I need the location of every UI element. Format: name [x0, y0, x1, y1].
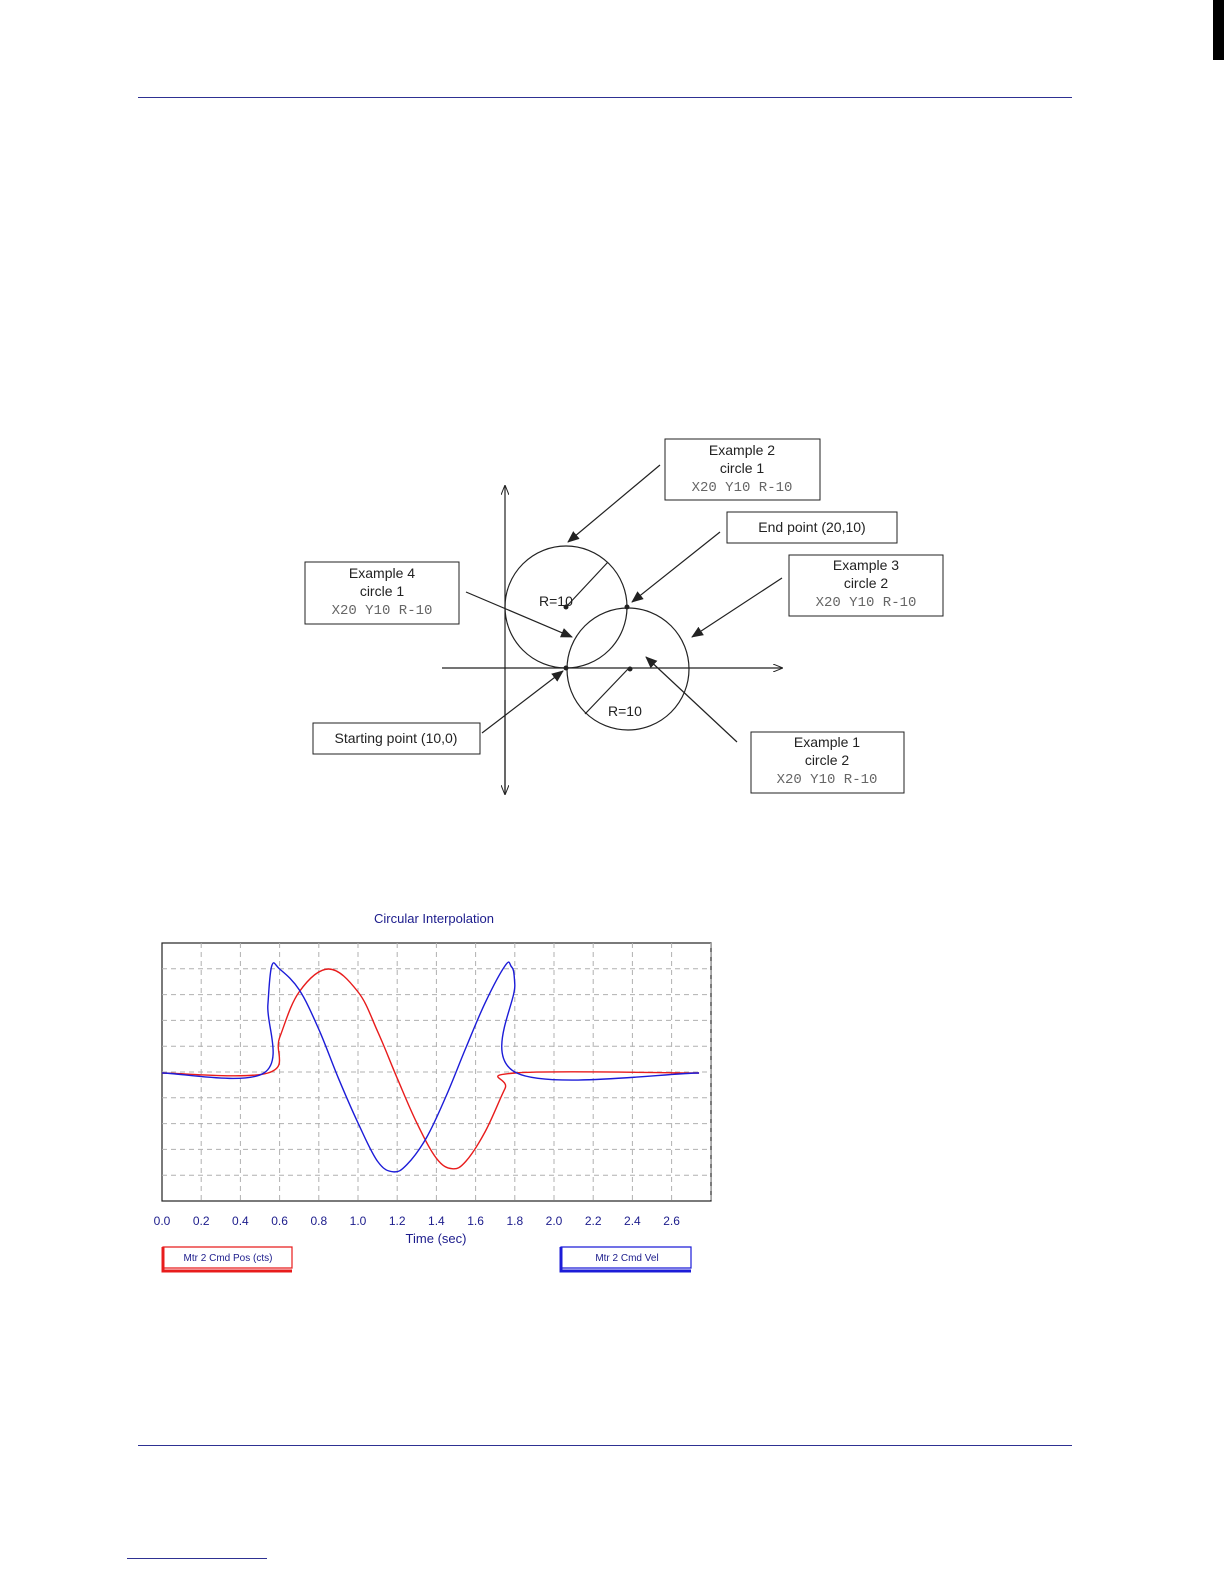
radius-line-2: [584, 668, 629, 715]
arrow-start-point: [481, 670, 564, 734]
start-point-dot: [563, 665, 569, 671]
box-example-3: Example 3 circle 2 X20 Y10 R-10: [788, 554, 944, 617]
svg-text:Starting point (10,0): Starting point (10,0): [335, 730, 458, 746]
arrow-example-3: [691, 577, 783, 638]
x-tick-label: 0.4: [232, 1214, 249, 1228]
svg-text:Example 4: Example 4: [349, 565, 415, 581]
arrow-example-2: [567, 464, 661, 543]
end-point-dot: [624, 604, 630, 610]
svg-text:Example 3: Example 3: [833, 557, 899, 573]
legend-vel: Mtr 2 Cmd Vel: [559, 1246, 692, 1273]
circular-interpolation-chart: Circular Interpolation 0.0 0.2 0.4 0.6 0.8 1.…: [154, 911, 712, 1273]
footnote-rule: [127, 1558, 267, 1559]
legend-pos: Mtr 2 Cmd Pos (cts): [161, 1246, 293, 1273]
box-example-2: Example 2 circle 1 X20 Y10 R-10: [664, 438, 821, 501]
x-tick-label: 1.4: [428, 1214, 445, 1228]
svg-text:circle 2: circle 2: [805, 752, 850, 768]
footer-rule: [138, 1445, 1072, 1446]
center-dot-2: [627, 666, 633, 672]
svg-text:Example 2: Example 2: [709, 442, 775, 458]
x-tick-label: 1.8: [506, 1214, 523, 1228]
box-example-1: Example 1 circle 2 X20 Y10 R-10: [750, 731, 905, 794]
x-tick-label: 0.6: [271, 1214, 288, 1228]
svg-text:Mtr 2 Cmd Pos (cts): Mtr 2 Cmd Pos (cts): [184, 1253, 273, 1264]
x-tick-label: 0.8: [310, 1214, 327, 1228]
svg-text:X20 Y10 R-10: X20 Y10 R-10: [777, 772, 878, 788]
svg-text:X20 Y10 R-10: X20 Y10 R-10: [692, 480, 793, 496]
box-end-point: End point (20,10): [726, 511, 898, 544]
svg-text:X20 Y10 R-10: X20 Y10 R-10: [816, 595, 917, 611]
svg-text:End point (20,10): End point (20,10): [758, 519, 865, 535]
x-tick-label: 2.4: [624, 1214, 641, 1228]
x-tick-label: 1.6: [467, 1214, 484, 1228]
x-tick-label: 1.0: [350, 1214, 367, 1228]
x-tick-label: 2.2: [585, 1214, 602, 1228]
arrow-example-1: [645, 656, 738, 743]
x-axis-label: Time (sec): [406, 1231, 467, 1246]
header-rule: [138, 97, 1072, 98]
radius-label-2: R=10: [608, 703, 642, 719]
x-tick-label: 1.2: [389, 1214, 406, 1228]
svg-text:circle 1: circle 1: [360, 583, 405, 599]
radius-label-1: R=10: [539, 593, 573, 609]
arrow-end-point: [631, 531, 721, 603]
svg-text:circle 2: circle 2: [844, 575, 889, 591]
page-edge-marker: [1213, 0, 1224, 60]
series-line-cmd-pos: [161, 968, 700, 1170]
radius-line-1: [565, 561, 609, 608]
series-lines: [161, 961, 700, 1173]
chart-title: Circular Interpolation: [374, 911, 494, 926]
series-line-cmd-vel: [161, 961, 700, 1173]
svg-text:circle 1: circle 1: [720, 460, 765, 476]
x-tick-labels: 0.0 0.2 0.4 0.6 0.8 1.0 1.2 1.4 1.6 1.8 2.0 2.2 2.4 2…: [154, 1214, 681, 1228]
svg-text:Example 1: Example 1: [794, 734, 860, 750]
box-example-4: Example 4 circle 1 X20 Y10 R-10: [304, 561, 460, 625]
x-tick-label: 2.6: [663, 1214, 680, 1228]
x-tick-label: 2.0: [546, 1214, 563, 1228]
svg-text:X20 Y10 R-10: X20 Y10 R-10: [332, 603, 433, 619]
arrow-example-4: [465, 591, 573, 638]
box-starting-point: Starting point (10,0): [312, 722, 481, 755]
svg-text:Mtr 2 Cmd Vel: Mtr 2 Cmd Vel: [595, 1253, 658, 1264]
x-tick-label: 0.0: [154, 1214, 171, 1228]
x-tick-label: 0.2: [193, 1214, 210, 1228]
